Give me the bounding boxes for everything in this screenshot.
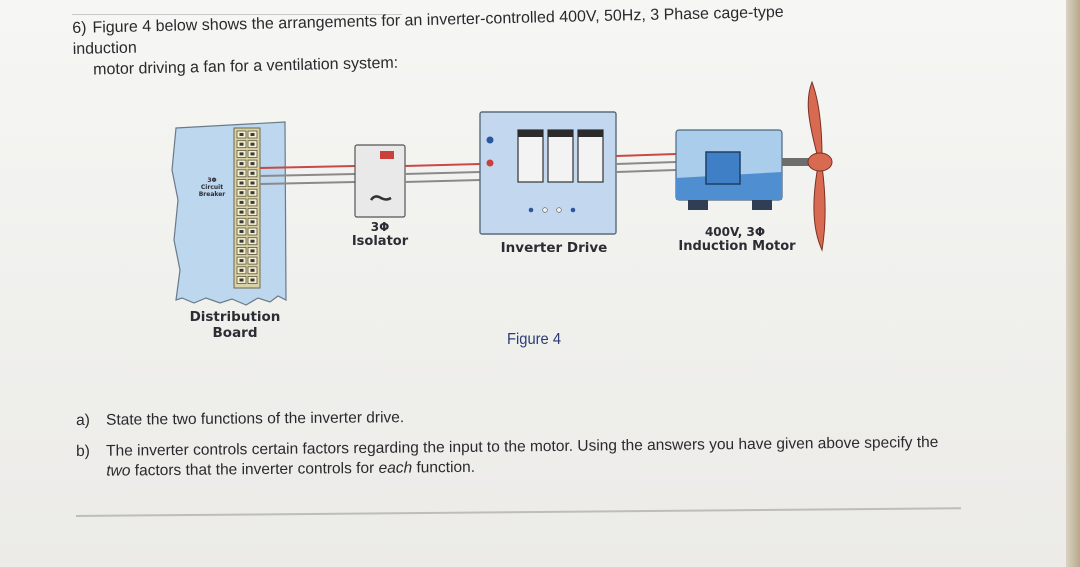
fan-blade-bottom [813, 165, 826, 252]
part-b-emphasis-each: each [378, 459, 413, 477]
motor-foot-right [752, 200, 772, 210]
breaker-toggle [250, 220, 255, 224]
breaker-toggle [250, 191, 255, 195]
part-b-letter: b) [76, 442, 90, 460]
figure-caption: Figure 4 [507, 331, 562, 348]
board-label-1: Distribution [190, 309, 281, 325]
isolator-label-2: Isolator [352, 234, 409, 249]
motor-shaft [782, 158, 812, 166]
inverter-fault-led [486, 159, 494, 167]
distribution-board [171, 121, 287, 306]
breaker-toggle [239, 191, 244, 195]
part-a: a) State the two functions of the inverte… [76, 409, 404, 430]
breaker-toggle [239, 152, 244, 156]
isolator-indicator [380, 151, 394, 159]
part-a-letter: a) [76, 411, 90, 429]
breaker-toggle [250, 210, 255, 214]
breaker-toggle [250, 268, 255, 272]
breaker-toggle [239, 268, 244, 272]
board-label-2: Board [213, 325, 258, 341]
inverter-keypad-dots [528, 207, 576, 213]
wires-isolator-to-inverter [404, 163, 481, 183]
breaker-toggle [250, 230, 255, 233]
breaker-toggle [239, 259, 244, 263]
part-b-emphasis-two: two [106, 462, 131, 480]
breaker-toggle [239, 249, 244, 253]
breaker-toggle [239, 278, 244, 282]
breaker-toggle [239, 171, 244, 175]
breaker-toggle [239, 181, 244, 185]
breaker-toggle [250, 249, 255, 253]
desk-edge [1066, 0, 1080, 567]
breaker-toggle [250, 181, 255, 185]
fan-blade-top [807, 80, 823, 159]
circuit-breaker-array [236, 130, 258, 284]
breaker-toggle [239, 133, 244, 136]
wires-inverter-to-motor [615, 153, 677, 173]
board-inner-label-3: Breaker [199, 191, 226, 198]
breaker-toggle [250, 278, 255, 282]
board-inner-label-1: 3Φ [207, 177, 216, 184]
breaker-toggle [250, 162, 255, 166]
inverter-status-led [486, 136, 494, 144]
motor-lower-shell [676, 172, 782, 200]
breaker-toggle [239, 200, 244, 204]
isolator-handle [369, 195, 392, 201]
breaker-toggle [250, 239, 255, 243]
breaker-toggle [239, 239, 244, 243]
breaker-toggle [239, 210, 244, 214]
top-rule [72, 14, 402, 15]
inverter-label: Inverter Drive [501, 240, 608, 256]
part-b-line-2-mid: factors that the inverter controls for [130, 459, 379, 480]
breaker-toggle [239, 230, 244, 233]
breaker-toggle [250, 171, 255, 175]
breaker-toggle [250, 133, 255, 136]
breaker-toggle [250, 152, 255, 156]
motor-label-1: 400V, 3Φ [705, 225, 765, 239]
motor-label-2: Induction Motor [678, 239, 796, 254]
wires-board-to-isolator [259, 165, 356, 185]
fan [807, 80, 833, 252]
board-inner-label-2: Circuit [201, 184, 223, 191]
breaker-toggle [250, 259, 255, 263]
breaker-toggle [239, 162, 244, 166]
part-b-line-2-end: function. [412, 458, 476, 477]
fan-hub [807, 152, 833, 172]
motor-foot-left [688, 200, 708, 210]
breaker-toggle [250, 142, 255, 146]
isolator-label-1: 3Φ [371, 220, 390, 234]
breaker-toggle [250, 200, 255, 204]
inverter-modules [517, 129, 604, 183]
breaker-toggle [239, 220, 244, 224]
motor-terminal-box [705, 151, 741, 185]
part-a-text: State the two functions of the inverter … [105, 409, 405, 429]
breaker-toggle [239, 142, 244, 146]
